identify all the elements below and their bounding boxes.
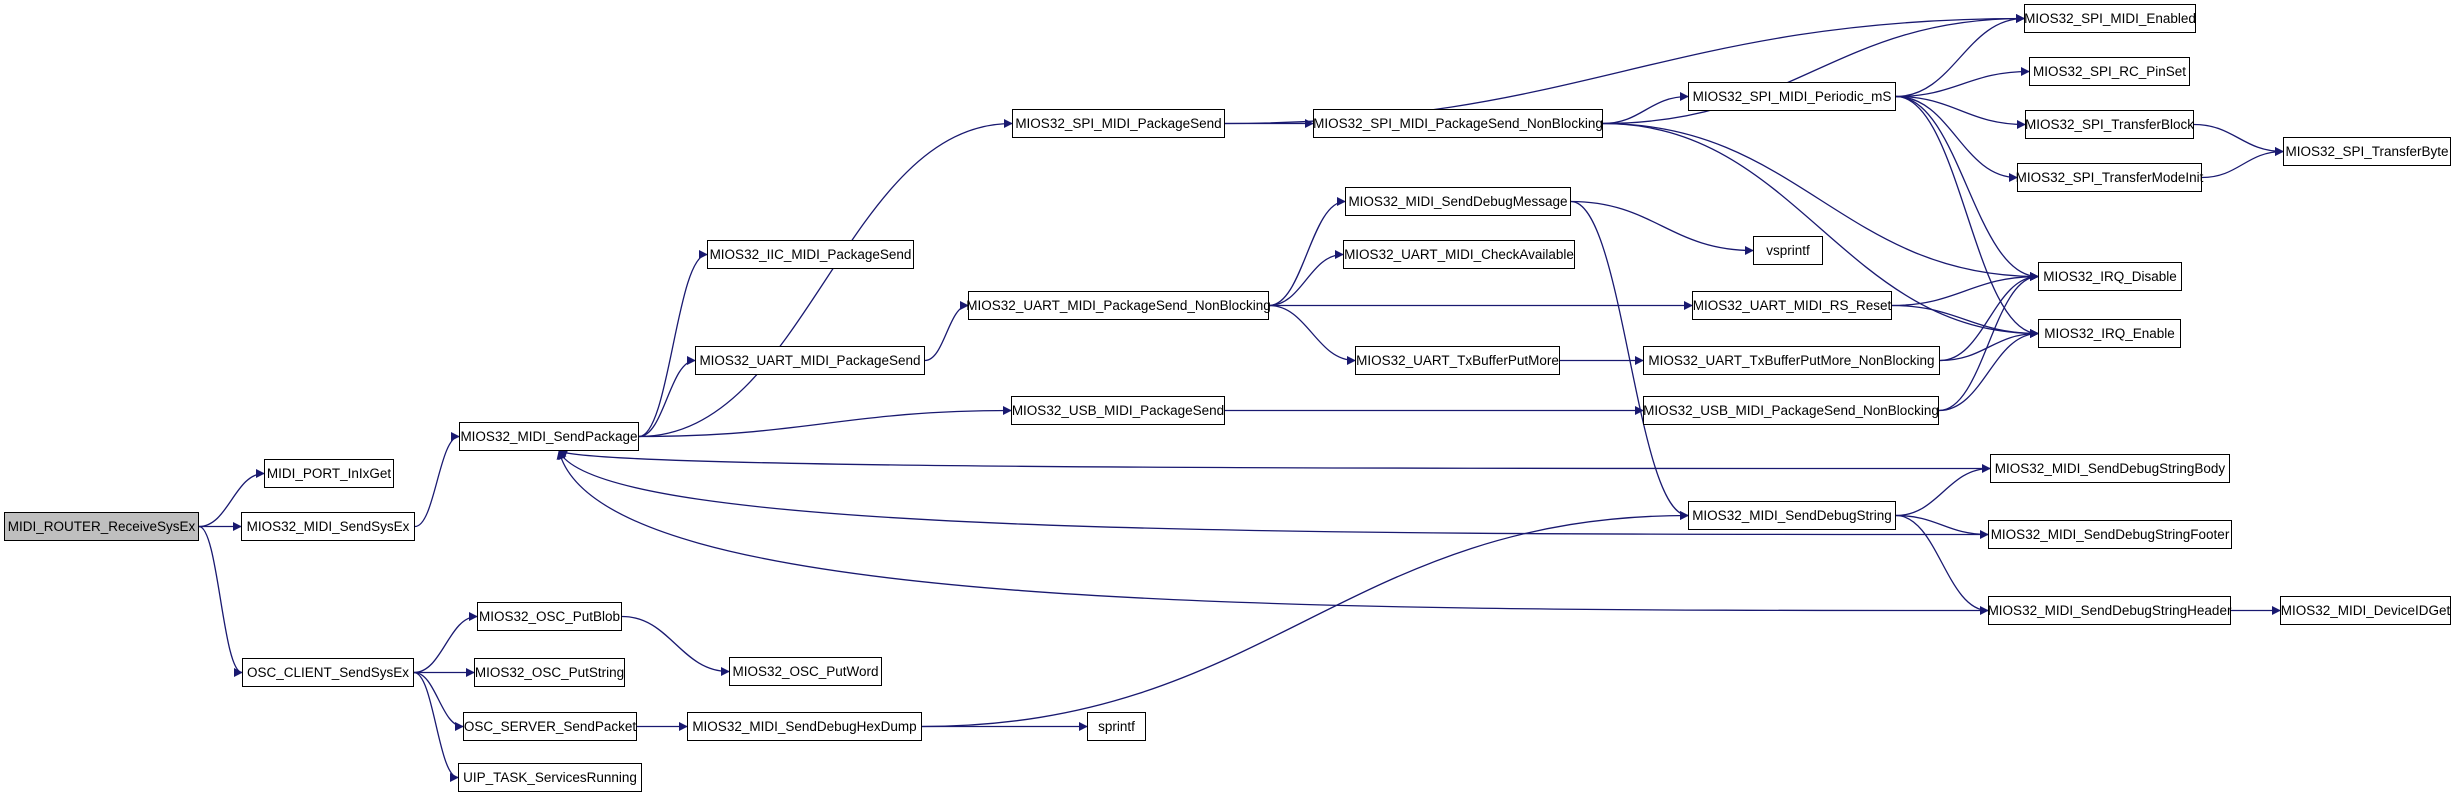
edge-spipkg-to-enabled	[1224, 14, 2025, 125]
edge-usbnb-to-irqen	[1938, 329, 2039, 412]
edge-periodic-to-pinset	[1895, 67, 2030, 98]
edge-router-to-inixget	[198, 469, 265, 528]
node-mios32-midi-sendsysex[interactable]: MIOS32_MIDI_SendSysEx	[241, 512, 415, 541]
edge-dbgstring-to-strfooter	[1895, 514, 1989, 539]
edge-dbgmsg-to-dbgstring	[1570, 200, 1689, 520]
edge-xfermode-to-xferbyte	[2201, 147, 2284, 179]
edge-oscsend-to-putblob	[413, 612, 478, 674]
edge-periodic-to-xferblock	[1895, 95, 2026, 129]
node-mios32-iic-midi-packagesend[interactable]: MIOS32_IIC_MIDI_PackageSend	[707, 240, 914, 269]
edge-spinb-to-irqen	[1602, 122, 2039, 338]
edge-oscsend-to-uiptask	[413, 671, 459, 782]
node-mios32-uart-txbufferputmore[interactable]: MIOS32_UART_TxBufferPutMore	[1355, 346, 1560, 375]
edge-sendsysex-to-sendpkg	[414, 432, 460, 528]
edge-router-to-oscsend	[198, 525, 243, 677]
edge-uartnb-to-uartcheck	[1268, 250, 1344, 307]
node-mios32-usb-midi-packagesend-nonblocking[interactable]: MIOS32_USB_MIDI_PackageSend_NonBlocking	[1643, 396, 1939, 425]
node-mios32-midi-senddebugstring[interactable]: MIOS32_MIDI_SendDebugString	[1688, 501, 1896, 530]
node-mios32-osc-putblob[interactable]: MIOS32_OSC_PutBlob	[477, 602, 622, 631]
edge-periodic-to-enabled	[1895, 14, 2025, 98]
node-midi-port-inixget[interactable]: MIDI_PORT_InIxGet	[264, 459, 394, 488]
edge-strfooter-to-sendpkg	[558, 450, 1989, 536]
node-mios32-uart-midi-rs-reset[interactable]: MIOS32_UART_MIDI_RS_Reset	[1692, 291, 1892, 320]
node-mios32-spi-midi-packagesend[interactable]: MIOS32_SPI_MIDI_PackageSend	[1012, 109, 1225, 138]
node-mios32-osc-putstring[interactable]: MIOS32_OSC_PutString	[474, 658, 625, 687]
edge-periodic-to-irqen	[1895, 95, 2039, 338]
edge-spinb-to-irqdis	[1602, 122, 2039, 281]
edge-putblob-to-putword	[621, 615, 730, 676]
node-mios32-spi-midi-periodic-ms[interactable]: MIOS32_SPI_MIDI_Periodic_mS	[1688, 82, 1896, 111]
node-vsprintf[interactable]: vsprintf	[1753, 236, 1823, 265]
node-mios32-midi-senddebugstringfooter[interactable]: MIOS32_MIDI_SendDebugStringFooter	[1988, 520, 2232, 549]
edge-txbufnb-to-irqdis	[1939, 272, 2039, 362]
edge-sendpkg-to-iicpkg	[638, 250, 708, 438]
node-mios32-spi-transferbyte[interactable]: MIOS32_SPI_TransferByte	[2283, 137, 2451, 166]
edge-spinb-to-periodic	[1602, 92, 1689, 125]
edge-strbody-to-sendpkg	[558, 450, 1991, 470]
node-mios32-spi-rc-pinset[interactable]: MIOS32_SPI_RC_PinSet	[2029, 57, 2190, 86]
node-mios32-spi-transferblock[interactable]: MIOS32_SPI_TransferBlock	[2025, 110, 2194, 139]
node-sprintf[interactable]: sprintf	[1087, 712, 1146, 741]
edge-spinb-to-enabled	[1602, 14, 2025, 125]
edge-uartnb-to-txbuf	[1268, 304, 1356, 365]
node-mios32-midi-sendpackage[interactable]: MIOS32_MIDI_SendPackage	[459, 422, 639, 451]
edge-periodic-to-irqdis	[1895, 95, 2039, 281]
node-mios32-uart-txbufferputmore-nonblocking[interactable]: MIOS32_UART_TxBufferPutMore_NonBlocking	[1643, 346, 1940, 375]
edge-dbgstring-to-strheader	[1895, 514, 1989, 615]
node-mios32-uart-midi-checkavailable[interactable]: MIOS32_UART_MIDI_CheckAvailable	[1343, 240, 1575, 269]
node-mios32-usb-midi-packagesend[interactable]: MIOS32_USB_MIDI_PackageSend	[1011, 396, 1225, 425]
edge-xferblock-to-xferbyte	[2193, 123, 2284, 156]
node-osc-client-sendsysex[interactable]: OSC_CLIENT_SendSysEx	[242, 658, 414, 687]
edge-hexdump-to-dbgstring	[921, 511, 1689, 728]
node-mios32-irq-disable[interactable]: MIOS32_IRQ_Disable	[2038, 262, 2182, 291]
edge-sendpkg-to-spipkg	[638, 119, 1013, 438]
node-mios32-irq-enable[interactable]: MIOS32_IRQ_Enable	[2038, 319, 2181, 348]
edge-dbgstring-to-strbody	[1895, 464, 1991, 517]
edge-sendpkg-to-usbpkg	[638, 406, 1012, 438]
edge-uartpkg-to-uartnb	[924, 301, 969, 362]
node-uip-task-servicesrunning[interactable]: UIP_TASK_ServicesRunning	[458, 763, 642, 792]
edge-oscsend-to-serversend	[413, 671, 464, 731]
node-mios32-uart-midi-packagesend[interactable]: MIOS32_UART_MIDI_PackageSend	[695, 346, 925, 375]
edge-rsreset-to-irqdis	[1891, 272, 2039, 307]
node-osc-server-sendpacket[interactable]: OSC_SERVER_SendPacket	[463, 712, 637, 741]
node-mios32-spi-midi-packagesend-nonblocking[interactable]: MIOS32_SPI_MIDI_PackageSend_NonBlocking	[1313, 109, 1603, 138]
node-midi-router-receivesysex: MIDI_ROUTER_ReceiveSysEx	[4, 512, 199, 541]
edge-rsreset-to-irqen	[1891, 304, 2039, 338]
edge-dbgmsg-to-vsprintf	[1570, 200, 1754, 255]
node-mios32-uart-midi-packagesend-nonblocking[interactable]: MIOS32_UART_MIDI_PackageSend_NonBlocking	[966, 291, 1271, 320]
edge-txbufnb-to-irqen	[1939, 329, 2039, 362]
node-mios32-midi-senddebugmessage[interactable]: MIOS32_MIDI_SendDebugMessage	[1345, 187, 1571, 216]
node-mios32-midi-senddebughexdump[interactable]: MIOS32_MIDI_SendDebugHexDump	[687, 712, 922, 741]
edge-strheader-to-sendpkg	[556, 450, 1989, 612]
node-mios32-spi-transfermodeinit[interactable]: MIOS32_SPI_TransferModeInit	[2016, 163, 2203, 192]
edge-uartnb-to-dbgmsg	[1268, 197, 1346, 307]
edge-sendpkg-to-uartpkg	[638, 356, 696, 438]
node-mios32-spi-midi-enabled[interactable]: MIOS32_SPI_MIDI_Enabled	[2024, 4, 2196, 33]
node-mios32-midi-senddebugstringheader[interactable]: MIOS32_MIDI_SendDebugStringHeader	[1988, 596, 2231, 625]
edge-usbnb-to-irqdis	[1938, 272, 2039, 412]
node-mios32-midi-deviceidget[interactable]: MIOS32_MIDI_DeviceIDGet	[2280, 596, 2451, 625]
node-mios32-osc-putword[interactable]: MIOS32_OSC_PutWord	[729, 657, 882, 686]
edge-periodic-to-xfermode	[1895, 95, 2018, 182]
node-mios32-midi-senddebugstringbody[interactable]: MIOS32_MIDI_SendDebugStringBody	[1990, 454, 2230, 483]
